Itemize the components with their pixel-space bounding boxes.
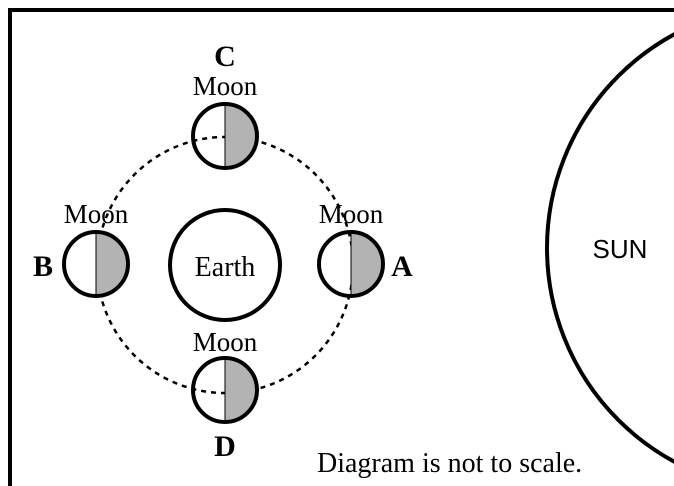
moon-a-shaded-half <box>351 232 383 296</box>
moon-d-label: Moon <box>193 327 258 357</box>
moon-b-label: Moon <box>64 199 129 229</box>
moon-c-label: Moon <box>193 71 258 101</box>
moon-d-shaded-half <box>225 358 257 422</box>
earth-label: Earth <box>195 252 256 283</box>
position-d-label: D <box>214 430 236 463</box>
sun-shape <box>545 32 674 464</box>
scale-note: Diagram is not to scale. <box>317 448 582 479</box>
moon-c-outline <box>191 102 259 170</box>
moon-b <box>62 230 130 298</box>
sun-label: SUN <box>593 234 648 264</box>
earth-shape <box>168 208 282 322</box>
position-a-label: A <box>391 250 413 283</box>
position-b-label: B <box>33 250 53 283</box>
position-c-label: C <box>214 40 236 73</box>
moon-a-label: Moon <box>319 199 384 229</box>
moon-c-shaded-half <box>225 104 257 168</box>
moon-a-outline <box>317 230 385 298</box>
moon-c <box>191 102 259 170</box>
moon-a <box>317 230 385 298</box>
diagram-frame <box>8 8 674 486</box>
moon-d-outline <box>191 356 259 424</box>
moon-d <box>191 356 259 424</box>
moon-b-shaded-half <box>96 232 128 296</box>
moon-b-outline <box>62 230 130 298</box>
